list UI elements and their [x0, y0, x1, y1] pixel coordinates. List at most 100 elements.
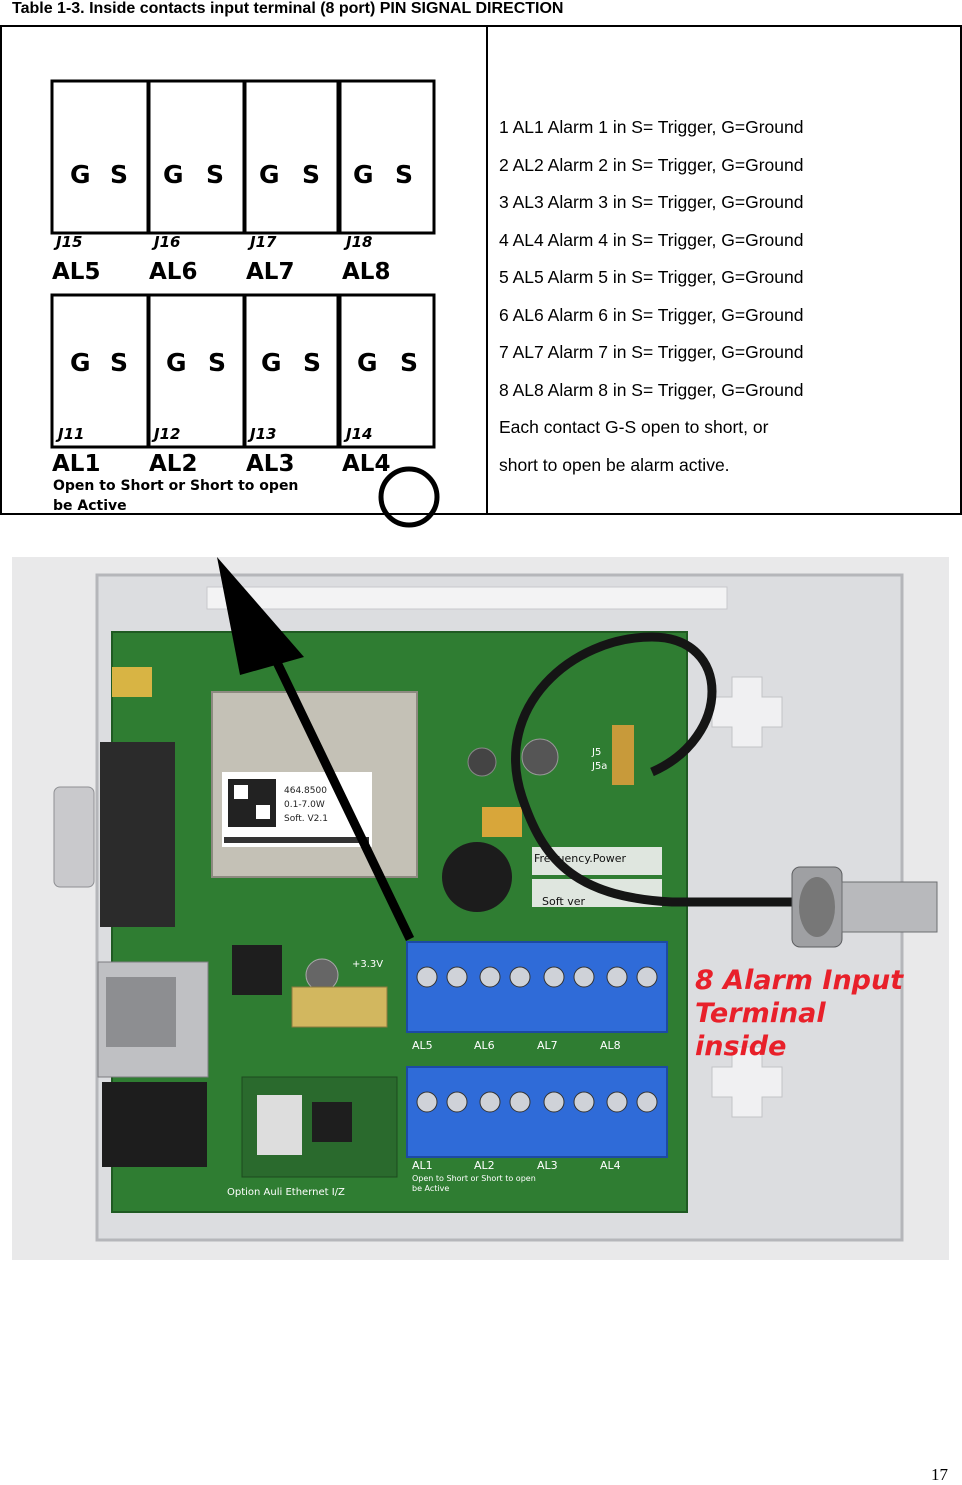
sticker-text: Soft. V2.1: [284, 814, 328, 824]
alarm-label: AL5: [52, 259, 100, 285]
terminal-box-j14: [336, 293, 436, 449]
screw-icon: [606, 966, 628, 988]
alarm-label: AL4: [342, 451, 390, 477]
jumper-block: [482, 807, 522, 837]
screw-icon: [416, 966, 438, 988]
buzzer: [442, 842, 512, 912]
pin-signal-table: G S G S G S G S J15 J16 J17 J18 AL5 AL6 …: [0, 25, 962, 528]
alarm-label: AL1: [52, 451, 100, 477]
pin-label: G: [70, 160, 91, 189]
board-text: J5: [591, 747, 601, 758]
pin-label: S: [303, 348, 321, 377]
chip-label: [257, 1095, 302, 1155]
db9-connector: [100, 742, 175, 927]
terminal-label: AL5: [412, 1039, 433, 1052]
pin-line: 8 AL8 Alarm 8 in S= Trigger, G=Ground: [499, 379, 804, 400]
qr-code-icon: [256, 805, 270, 819]
screw-icon: [636, 966, 658, 988]
pin-line: 3 AL3 Alarm 3 in S= Trigger, G=Ground: [499, 192, 804, 212]
pin-label: S: [110, 348, 128, 377]
usb-connector: [112, 667, 152, 697]
pin-line: 7 AL7 Alarm 7 in S= Trigger, G=Ground: [499, 342, 804, 362]
alarm-label: AL3: [246, 451, 294, 477]
screw-icon: [446, 1091, 468, 1113]
terminal-label: AL6: [474, 1039, 495, 1052]
pin-label: G: [357, 348, 378, 377]
alarm-label: AL2: [149, 451, 197, 477]
pin-line: 6 AL6 Alarm 6 in S= Trigger, G=Ground: [499, 304, 804, 325]
jumper-id: J15: [53, 233, 82, 251]
pin-line: 4 AL4 Alarm 4 in S= Trigger, G=Ground: [499, 229, 804, 250]
pin-label: S: [206, 160, 224, 189]
crystal: [291, 986, 388, 1028]
annotation-text: inside: [695, 1031, 786, 1062]
terminal-box-j18: [336, 79, 436, 235]
chip: [232, 945, 282, 995]
screw-icon: [479, 1091, 501, 1113]
jumper-id: J16: [151, 233, 180, 251]
annotation-text: 8 Alarm Input: [695, 965, 904, 996]
screw-icon: [509, 1091, 531, 1113]
terminal-box-j16: [147, 79, 247, 235]
pin-label: G: [261, 348, 282, 377]
pin-line: short to open be alarm active.: [499, 454, 730, 475]
board-text: Soft ver: [542, 895, 585, 908]
terminal-box-j17: [242, 79, 342, 235]
pin-line: 2 AL2 Alarm 2 in S= Trigger, G=Ground: [499, 154, 804, 175]
screw-icon: [479, 966, 501, 988]
pin-label: S: [395, 160, 413, 189]
arrow-head-icon: [217, 557, 304, 675]
screw-icon: [509, 966, 531, 988]
screw-icon: [543, 966, 565, 988]
terminal-block-bottom: [406, 1066, 668, 1158]
terminal-note: be Active: [412, 1184, 449, 1193]
board-text: J5a: [591, 761, 607, 772]
screw-icon: [573, 966, 595, 988]
pin-label: S: [400, 348, 418, 377]
terminal-label: AL1: [412, 1159, 433, 1172]
terminal-note: Open to Short or Short to open: [412, 1174, 536, 1183]
terminal-label: AL4: [600, 1159, 621, 1172]
jumper-id: J11: [55, 425, 84, 443]
chip: [312, 1102, 352, 1142]
sticker-text: 0.1-7.0W: [284, 800, 325, 810]
pin-label: G: [70, 348, 91, 377]
mount-hole-icon: [711, 1046, 783, 1118]
power-jack: [102, 1082, 207, 1167]
ring-mark-icon: [378, 466, 440, 528]
jumper-id: J13: [247, 425, 276, 443]
ethernet-jack: [106, 977, 176, 1047]
pin-label: S: [208, 348, 226, 377]
screw-icon: [416, 1091, 438, 1113]
capacitor: [521, 738, 559, 776]
alarm-label: AL8: [342, 259, 390, 285]
mount-hole-icon: [711, 676, 783, 748]
terminal-screws: [416, 966, 658, 1113]
terminal-block-top: [406, 941, 668, 1033]
qr-code-icon: [234, 785, 248, 799]
terminal-label: AL7: [537, 1039, 558, 1052]
pin-label: G: [163, 160, 184, 189]
diagram-note: be Active: [53, 498, 127, 514]
jumper-id: J12: [151, 425, 180, 443]
pin-list: 1 AL1 Alarm 1 in S= Trigger, G=Ground 2 …: [488, 27, 960, 484]
pin-line: 1 AL1 Alarm 1 in S= Trigger, G=Ground: [499, 117, 804, 137]
terminal-diagram: G S G S G S G S J15 J16 J17 J18 AL5 AL6 …: [50, 79, 440, 528]
screw-icon: [606, 1091, 628, 1113]
bnc-ring: [799, 877, 835, 937]
terminal-label: AL8: [600, 1039, 621, 1052]
board-photo: 464.8500 0.1-7.0W Soft. V2.1 Frequency.P…: [12, 557, 949, 1260]
screw-icon: [573, 1091, 595, 1113]
jumper-id: J14: [343, 425, 372, 443]
screw-icon: [446, 966, 468, 988]
alarm-label: AL7: [246, 259, 294, 285]
sticker-text: 464.8500: [284, 786, 327, 796]
pin-description-cell: 1 AL1 Alarm 1 in S= Trigger, G=Ground 2 …: [486, 25, 962, 515]
pointer-arrow: [255, 625, 415, 941]
pin-line: 5 AL5 Alarm 5 in S= Trigger, G=Ground: [499, 267, 804, 287]
diagram-cell: G S G S G S G S J15 J16 J17 J18 AL5 AL6 …: [0, 25, 488, 528]
capacitor: [467, 747, 497, 777]
board-text: +3.3V: [352, 959, 383, 970]
terminal-box-j13: [242, 293, 342, 449]
capacitor: [305, 958, 339, 992]
